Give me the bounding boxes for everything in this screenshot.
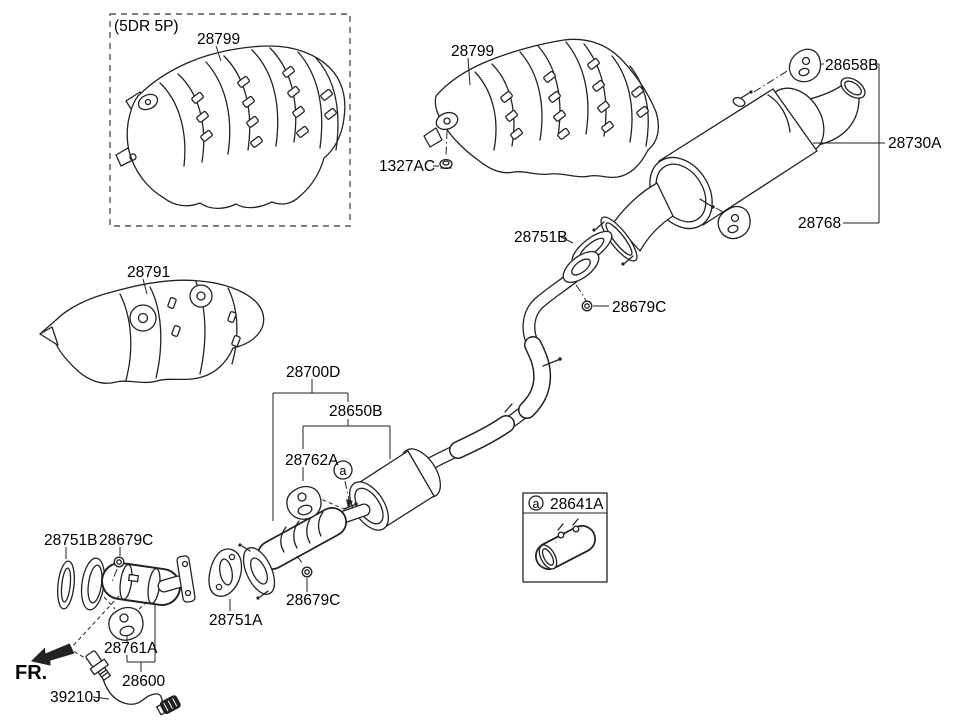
variant-box-border: [109, 13, 351, 227]
nut-28679c-center-drawing: [296, 555, 313, 578]
leader-28751b-rear: [560, 236, 574, 244]
inset-ref-letter: a: [533, 497, 540, 511]
variant-note: (5DR 5P): [114, 18, 179, 35]
assembly-callouts: 28700D 28650B 28762A: [272, 364, 391, 521]
sensor-wire: [102, 678, 165, 708]
label-28751b-front: 28751B: [44, 532, 97, 549]
clamp-inset: a 28641A: [522, 492, 608, 583]
fr-arrow-icon: [30, 643, 75, 666]
hanger-28762a-drawing: [286, 485, 358, 520]
heat-shield-center-drawing: [423, 38, 659, 179]
front-pipe-drawing: [57, 555, 196, 611]
label-28799-center: 28799: [451, 43, 494, 60]
gasket-28751b-front: [57, 560, 75, 610]
label-28641a: 28641A: [550, 496, 604, 513]
callout-a: a: [333, 460, 353, 508]
leader-39210j: [92, 696, 110, 700]
leader-28791: [142, 278, 148, 295]
center-pipe-drawing: [418, 251, 600, 474]
bolt-1327ac-drawing: [439, 130, 453, 170]
label-39210j: 39210J: [50, 689, 101, 706]
callout-a-letter: a: [340, 464, 347, 478]
catalyst-drawing: [238, 507, 347, 600]
rear-muffler-drawing: [592, 77, 866, 266]
nut-28679c-rear-drawing: [575, 284, 593, 312]
front-callouts: 28761A 28600: [104, 604, 165, 690]
label-28650b: 28650B: [329, 403, 382, 420]
fr-label: FR.: [15, 662, 47, 684]
tailpipe-tip: [840, 77, 866, 99]
muffler-inlet-pipe: [613, 182, 674, 252]
gasket-28751a-drawing: [208, 548, 243, 597]
hanger-28768-drawing: [715, 205, 751, 240]
variant-box: (5DR 5P): [109, 13, 351, 227]
muffler-inlet-flange: [600, 216, 638, 262]
oxygen-sensor-drawing: [69, 595, 181, 716]
label-28679c-rear: 28679C: [612, 299, 666, 316]
label-28799-5dr: 28799: [197, 31, 240, 48]
label-28730a: 28730A: [888, 135, 942, 152]
sensor-connector: [156, 695, 181, 716]
leader-28799-center: [467, 57, 471, 86]
label-28679c-center: 28679C: [286, 592, 340, 609]
resonator-drawing: [331, 448, 442, 531]
label-28762a: 28762A: [285, 452, 339, 469]
rear-muffler-callouts: 28658B 28730A 28768: [798, 57, 942, 232]
heat-shield-5dr-drawing: [115, 45, 346, 210]
label-28658b: 28658B: [825, 57, 878, 74]
label-28600: 28600: [122, 673, 165, 690]
nut-28679c-front-drawing: [111, 556, 125, 583]
clamp-drawing: [535, 518, 596, 570]
hanger-28658b-drawing: [753, 48, 822, 93]
inset-border: [522, 492, 608, 583]
heat-shield-28791-drawing: [39, 279, 265, 384]
center-pipe-top-flange: [562, 251, 600, 283]
label-1327ac: 1327AC: [379, 158, 435, 175]
front-outlet-flange: [176, 555, 196, 603]
bolt-centerline: [445, 130, 448, 157]
label-28761a: 28761A: [104, 640, 158, 657]
label-28768: 28768: [798, 215, 841, 232]
label-28751b-rear: 28751B: [514, 229, 567, 246]
fr-indicator: FR.: [15, 643, 75, 684]
label-28791: 28791: [127, 264, 170, 281]
leader-28799-5dr: [215, 45, 222, 62]
hanger-28761a-drawing: [103, 596, 149, 641]
label-28679c-front: 28679C: [99, 532, 153, 549]
label-28700d: 28700D: [286, 364, 340, 381]
label-28751a: 28751A: [209, 612, 263, 629]
